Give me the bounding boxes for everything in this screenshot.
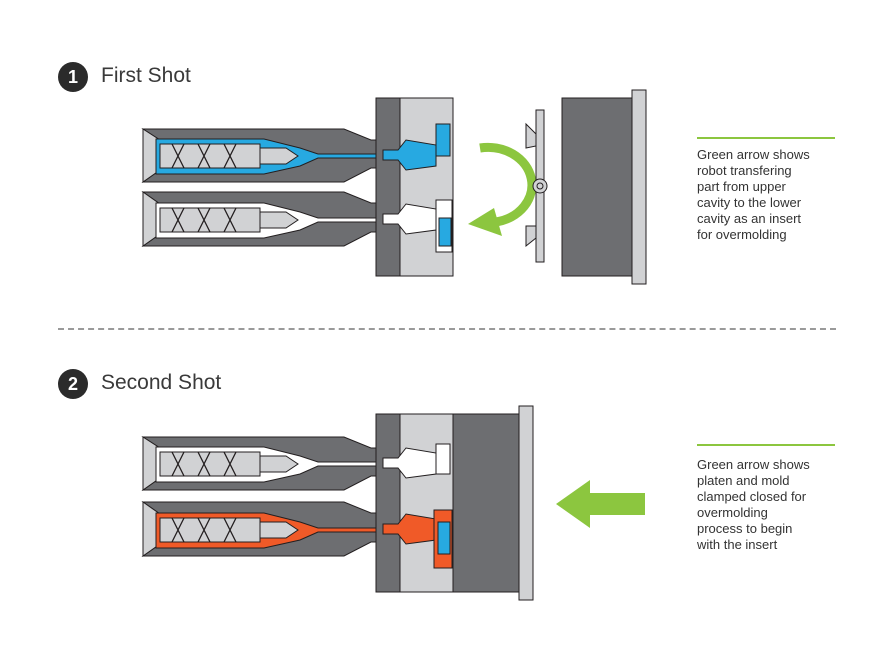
stationary-mold-icon [375,97,454,277]
clamp-arrow-icon [556,480,645,528]
step-2-note-line: platen and mold [697,473,790,488]
step-1-note-rule [697,137,835,139]
lower-injection-unit-icon [141,501,391,557]
step-2-note-line: clamped closed for [697,489,807,504]
step-2-note: Green arrow shows platen and mold clampe… [697,457,857,553]
step-1-note: Green arrow shows robot transfering part… [697,147,857,243]
step-1-note-line: Green arrow shows [697,147,810,162]
upper-injection-unit-icon [141,128,391,183]
step-1-number-badge: 1 [58,62,88,92]
section-divider [58,328,836,330]
robot-arm-icon [525,109,548,263]
step-1-note-line: cavity to the lower [697,195,802,210]
step-2-note-line: overmolding [697,505,768,520]
step-2-note-line: process to begin [697,521,793,536]
lower-injection-unit-icon [141,191,391,247]
upper-injection-unit-icon [141,436,391,491]
step-1-title: First Shot [101,64,191,87]
step-1-note-line: for overmolding [697,227,787,242]
step-2-title: Second Shot [101,371,222,394]
step-1-note-line: robot transfering [697,163,792,178]
step-2-note-line: with the insert [697,537,778,552]
step-1-number: 1 [67,66,78,87]
step-1-note-line: part from upper [697,179,786,194]
step-2-note-line: Green arrow shows [697,457,810,472]
step-1-note-line: cavity as an insert [697,211,802,226]
step-2-number: 2 [67,373,78,394]
step-2-assembly [141,405,645,601]
moving-platen-icon [561,89,647,285]
transfer-arrow-icon [468,142,537,236]
step-1-assembly [141,89,647,285]
step-2-note-rule [697,444,835,446]
closed-mold-icon [375,405,534,601]
step-2-number-badge: 2 [58,369,88,399]
